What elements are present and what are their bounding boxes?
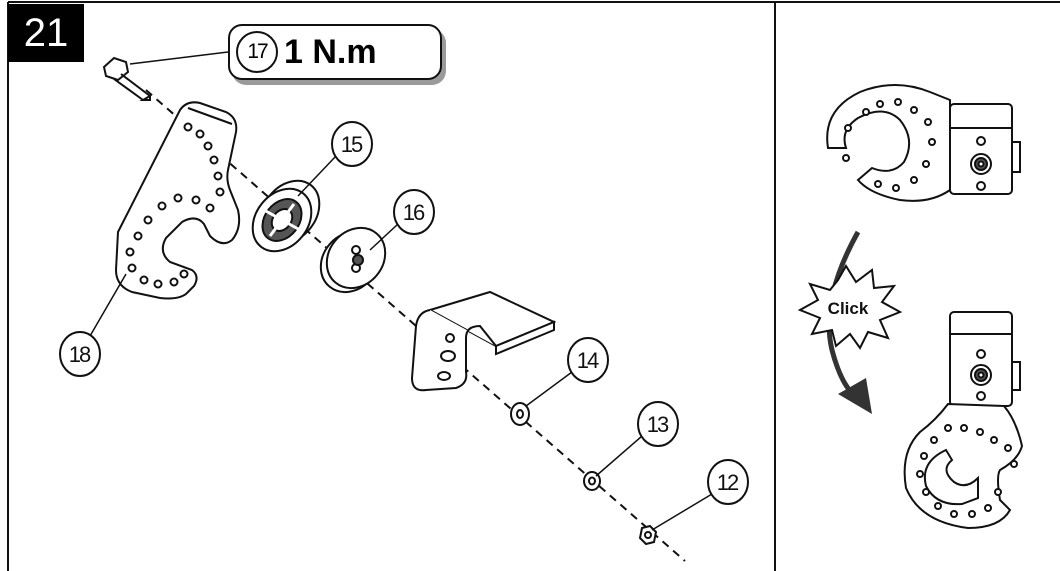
callout-circle-16 bbox=[393, 189, 435, 235]
adjustment-knob-part bbox=[251, 179, 321, 253]
torque-spec-callout: 17 1 N.m bbox=[228, 24, 442, 80]
step-number-badge: 21 bbox=[8, 4, 84, 62]
washer-small-part bbox=[583, 471, 601, 491]
bolt-part bbox=[102, 56, 151, 101]
callout-label-18: 18 bbox=[69, 342, 91, 367]
callout-circle-15 bbox=[331, 121, 373, 167]
leader-lines bbox=[89, 51, 713, 531]
callout-circle-12 bbox=[707, 459, 749, 505]
callout-label-15: 15 bbox=[341, 132, 363, 157]
click-label: Click bbox=[828, 299, 869, 318]
torque-value: 1 N.m bbox=[284, 33, 377, 71]
click-burst bbox=[797, 264, 903, 350]
callout-label-16: 16 bbox=[403, 200, 425, 225]
rotation-arrow bbox=[826, 230, 872, 414]
angle-bracket-part bbox=[410, 290, 557, 392]
detail-locked-assembly bbox=[903, 311, 1024, 530]
nut-part bbox=[638, 524, 658, 546]
hub-part bbox=[319, 226, 387, 294]
callout-circles bbox=[59, 121, 749, 505]
washer-large-part bbox=[510, 402, 530, 426]
callout-circle-18 bbox=[59, 331, 101, 377]
detail-unlocked-assembly bbox=[826, 84, 1021, 202]
callout-circle-13 bbox=[637, 401, 679, 447]
callout-label-13: 13 bbox=[647, 412, 669, 437]
panel-borders bbox=[7, 1, 1060, 571]
torque-part-number: 17 bbox=[236, 31, 278, 73]
callout-label-14: 14 bbox=[577, 348, 599, 373]
callout-circle-14 bbox=[567, 337, 609, 383]
bracket-plate-part bbox=[114, 101, 241, 300]
callout-label-12: 12 bbox=[717, 470, 739, 495]
